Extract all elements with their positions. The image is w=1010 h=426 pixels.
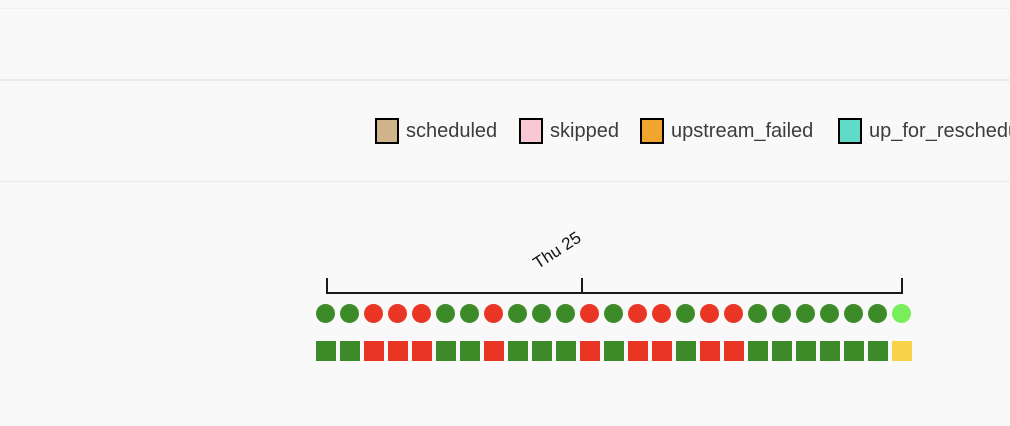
dag-run-circle[interactable] bbox=[796, 304, 815, 323]
legend-label: skipped bbox=[550, 119, 619, 142]
task-instance-square[interactable] bbox=[748, 341, 768, 361]
dag-run-circle[interactable] bbox=[340, 304, 359, 323]
header-divider bbox=[0, 8, 1010, 9]
dag-run-circle[interactable] bbox=[556, 304, 575, 323]
dag-run-circle[interactable] bbox=[316, 304, 335, 323]
task-instance-square[interactable] bbox=[820, 341, 840, 361]
legend-label: scheduled bbox=[406, 119, 498, 142]
dag-run-circle[interactable] bbox=[676, 304, 695, 323]
dag-run-circle[interactable] bbox=[460, 304, 479, 323]
legend-label: upstream_failed bbox=[671, 119, 814, 142]
task-instance-square[interactable] bbox=[508, 341, 528, 361]
task-instance-square[interactable] bbox=[724, 341, 744, 361]
task-instance-square[interactable] bbox=[460, 341, 480, 361]
dag-runs-row bbox=[316, 304, 911, 323]
task-instance-square[interactable] bbox=[772, 341, 792, 361]
dag-run-circle[interactable] bbox=[868, 304, 887, 323]
dag-run-circle[interactable] bbox=[580, 304, 599, 323]
task-instance-square[interactable] bbox=[388, 341, 408, 361]
dag-run-circle[interactable] bbox=[748, 304, 767, 323]
axis-tick-end bbox=[901, 278, 903, 294]
dag-run-circle[interactable] bbox=[388, 304, 407, 323]
status-legend: scheduled skipped upstream_failed up_for_re… bbox=[0, 79, 1010, 182]
task-instance-square[interactable] bbox=[700, 341, 720, 361]
task-instance-square[interactable] bbox=[604, 341, 624, 361]
task-instance-square[interactable] bbox=[892, 341, 912, 361]
task-instance-square[interactable] bbox=[484, 341, 504, 361]
grid-chart: Thu 25 bbox=[0, 182, 1010, 426]
axis-line bbox=[326, 292, 903, 294]
task-instance-square[interactable] bbox=[316, 341, 336, 361]
dag-run-circle[interactable] bbox=[436, 304, 455, 323]
upstream_failed-swatch-icon bbox=[640, 118, 664, 144]
axis-tick-start bbox=[326, 278, 328, 294]
axis-tick-day bbox=[581, 278, 583, 294]
dag-run-circle[interactable] bbox=[820, 304, 839, 323]
dag-run-circle[interactable] bbox=[508, 304, 527, 323]
legend-item-up_for_reschedule: up_for_reschedule bbox=[838, 118, 1010, 144]
task-instance-square[interactable] bbox=[796, 341, 816, 361]
task-instance-square[interactable] bbox=[532, 341, 552, 361]
task-instances-row bbox=[316, 341, 912, 361]
task-instance-square[interactable] bbox=[868, 341, 888, 361]
dag-run-circle[interactable] bbox=[628, 304, 647, 323]
up_for_reschedule-swatch-icon bbox=[838, 118, 862, 144]
task-instance-square[interactable] bbox=[580, 341, 600, 361]
dag-run-circle[interactable] bbox=[412, 304, 431, 323]
dag-run-circle[interactable] bbox=[604, 304, 623, 323]
task-instance-square[interactable] bbox=[844, 341, 864, 361]
dag-run-circle[interactable] bbox=[652, 304, 671, 323]
dag-run-circle[interactable] bbox=[892, 304, 911, 323]
skipped-swatch-icon bbox=[519, 118, 543, 144]
dag-run-circle[interactable] bbox=[844, 304, 863, 323]
scheduled-swatch-icon bbox=[375, 118, 399, 144]
task-instance-square[interactable] bbox=[652, 341, 672, 361]
dag-run-circle[interactable] bbox=[532, 304, 551, 323]
task-instance-square[interactable] bbox=[628, 341, 648, 361]
task-instance-square[interactable] bbox=[412, 341, 432, 361]
dag-run-circle[interactable] bbox=[484, 304, 503, 323]
task-instance-square[interactable] bbox=[436, 341, 456, 361]
task-instance-square[interactable] bbox=[556, 341, 576, 361]
axis-tick-label: Thu 25 bbox=[529, 227, 585, 273]
task-instance-square[interactable] bbox=[364, 341, 384, 361]
legend-label: up_for_reschedule bbox=[869, 119, 1010, 142]
dag-run-circle[interactable] bbox=[772, 304, 791, 323]
dag-run-circle[interactable] bbox=[364, 304, 383, 323]
dag-run-circle[interactable] bbox=[724, 304, 743, 323]
task-instance-square[interactable] bbox=[676, 341, 696, 361]
dag-run-circle[interactable] bbox=[700, 304, 719, 323]
legend-item-upstream_failed: upstream_failed bbox=[640, 118, 813, 144]
task-instance-square[interactable] bbox=[340, 341, 360, 361]
legend-item-scheduled: scheduled bbox=[375, 118, 497, 144]
legend-item-skipped: skipped bbox=[519, 118, 619, 144]
